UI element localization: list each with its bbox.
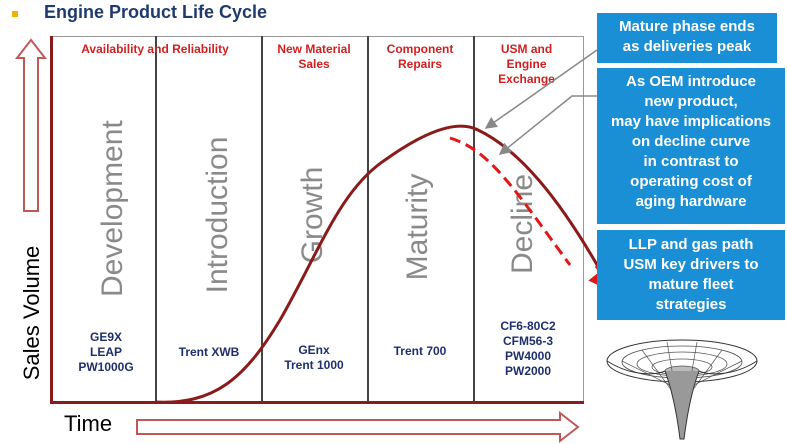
callout-2-pointer [498, 95, 597, 155]
divider-2 [261, 36, 263, 401]
life-cycle-curve [154, 124, 602, 404]
engines-introduction: Trent XWB [178, 345, 240, 359]
callout-1-pointer [484, 49, 598, 129]
frame-right [583, 36, 584, 402]
engines-growth: GEnx Trent 1000 [284, 343, 344, 372]
title-bullet [12, 11, 18, 17]
callout-mature-phase: Mature phase ends as deliveries peak [597, 13, 777, 63]
dashed-decline-curve [449, 136, 572, 266]
divider-3 [367, 36, 369, 401]
engines-decline: CF6-80C2 CFM56-3 PW4000 PW2000 [500, 319, 556, 378]
chart-frame [50, 36, 584, 404]
engines-development: GE9X LEAP PW1000G [78, 330, 134, 374]
callout-llp-gas-path: LLP and gas path USM key drivers to matu… [597, 230, 785, 320]
page-title: Engine Product Life Cycle [44, 2, 268, 22]
column-header-development: Availability and Reliability [81, 42, 229, 56]
divider-1 [155, 36, 157, 401]
frame-top [50, 36, 584, 37]
vortex-funnel-icon [606, 339, 758, 440]
column-header-growth: New Material Sales [277, 42, 351, 71]
engines-maturity: Trent 700 [393, 344, 447, 358]
x-axis-label: Time [64, 411, 113, 436]
x-axis-arrow [136, 410, 580, 444]
column-header-maturity: Component Repairs [386, 42, 454, 71]
divider-4 [473, 36, 475, 401]
callout-oem-new-product: As OEM introduce new product, may have i… [597, 68, 785, 224]
y-axis-arrow [14, 38, 48, 212]
column-header-decline: USM and Engine Exchange [498, 42, 555, 86]
